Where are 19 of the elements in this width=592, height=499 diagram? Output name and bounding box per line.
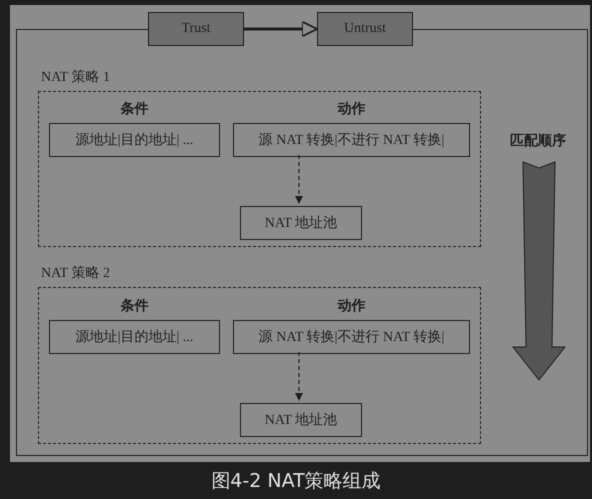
column-heading: 动作 — [336, 101, 366, 119]
condition-box: 源地址|目的地址| ... — [49, 123, 220, 157]
column-heading: 动作 — [336, 298, 366, 316]
arrow-label: 匹配顺序 — [510, 132, 566, 150]
arrow — [295, 352, 303, 401]
address-pool-box: NAT 地址池 — [240, 206, 362, 240]
arrow — [244, 20, 318, 38]
zone-box: Untrust — [317, 12, 413, 46]
arrow — [295, 155, 303, 204]
action-box: 源 NAT 转换|不进行 NAT 转换| — [233, 123, 470, 157]
zone-box: Trust — [148, 12, 244, 46]
address-pool-box: NAT 地址池 — [240, 403, 362, 437]
group-heading: NAT 策略 2 — [41, 265, 110, 283]
column-heading: 条件 — [120, 101, 150, 119]
column-heading: 条件 — [120, 298, 150, 316]
group-heading: NAT 策略 1 — [41, 69, 110, 87]
condition-box: 源地址|目的地址| ... — [49, 320, 220, 354]
action-box: 源 NAT 转换|不进行 NAT 转换| — [233, 320, 470, 354]
caption: 图4-2 NAT策略组成 — [211, 470, 381, 492]
